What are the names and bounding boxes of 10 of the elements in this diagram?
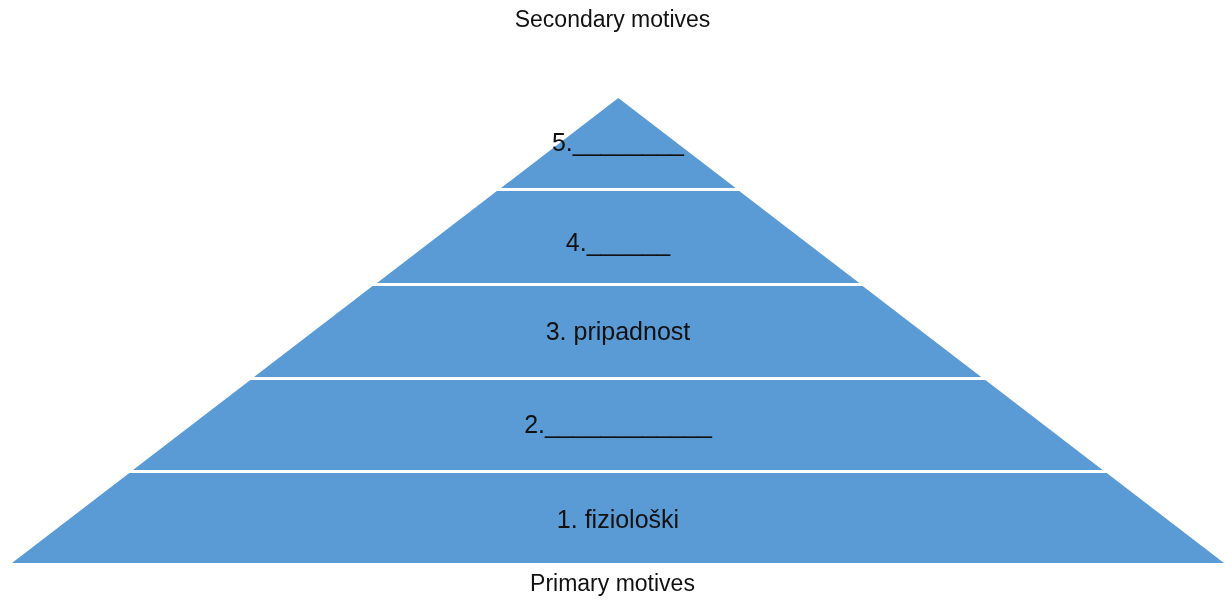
level-label: 3. pripadnost — [545, 317, 691, 345]
pyramid-level — [376, 191, 860, 283]
pyramid-level — [12, 473, 1224, 563]
level-label: 4.______ — [565, 228, 671, 256]
level-label: 1. fiziološki — [556, 505, 680, 533]
axis-caption: Primary motives — [530, 570, 695, 597]
axis-caption: Secondary motives — [514, 6, 711, 33]
pyramid-level — [254, 286, 982, 377]
level-label: 2.____________ — [524, 410, 712, 438]
pyramid-level — [133, 380, 1103, 470]
